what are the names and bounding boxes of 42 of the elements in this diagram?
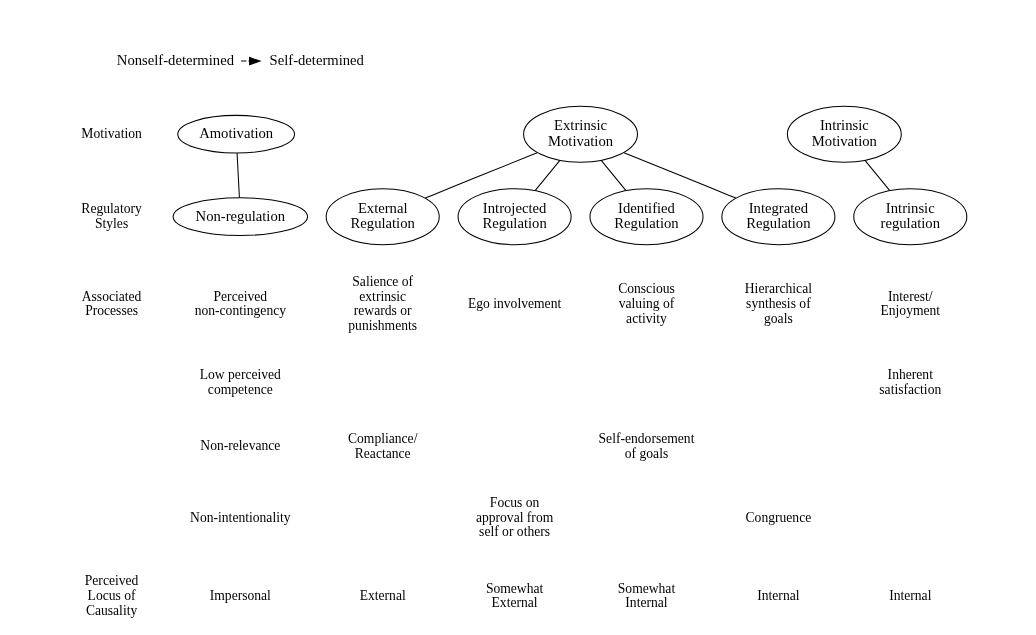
- label: Internal: [889, 588, 932, 604]
- label: Congruence: [745, 509, 812, 525]
- connector: [623, 152, 737, 199]
- node-text: Self-determined: [269, 51, 364, 68]
- label: Focus on approval from self or others: [475, 494, 554, 540]
- connector: [864, 160, 891, 191]
- node-ellipse: Identified Regulation: [589, 188, 704, 246]
- node-ellipse: Integrated Regulation: [721, 188, 836, 246]
- label: Low perceived competence: [199, 367, 281, 397]
- connector: [534, 160, 561, 191]
- connector: [424, 152, 538, 199]
- label: Non-relevance: [200, 438, 281, 454]
- label: Somewhat Internal: [617, 580, 676, 611]
- label: Non-intentionality: [190, 509, 291, 525]
- connector: [236, 152, 240, 199]
- label: Regulatory Styles: [81, 200, 142, 231]
- arrow: [240, 56, 262, 66]
- label: Motivation: [81, 125, 142, 141]
- label: Hierarchical synthesis of goals: [744, 281, 812, 326]
- node-ellipse: Introjected Regulation: [457, 188, 572, 246]
- node-ellipse: Intrinsic regulation: [853, 188, 968, 246]
- label: Impersonal: [209, 588, 271, 604]
- connector: [600, 160, 627, 191]
- label: Conscious valuing of activity: [618, 281, 675, 326]
- label: Inherent satisfaction: [879, 367, 942, 397]
- label: Perceived non-contingency: [194, 288, 287, 319]
- label: Salience of extrinsic rewards or punishments: [348, 274, 418, 333]
- node-ellipse: Non-regulation: [172, 197, 309, 237]
- node-ellipse: Intrinsic Motivation: [786, 105, 902, 163]
- node-ellipse: Extrinsic Motivation: [523, 105, 638, 163]
- label: Somewhat External: [485, 580, 544, 611]
- label: Perceived Locus of Causality: [84, 573, 139, 618]
- label: Associated Processes: [81, 288, 142, 319]
- label: Internal: [757, 588, 800, 604]
- label: External: [359, 588, 406, 604]
- label: Compliance/ Reactance: [347, 431, 418, 461]
- node-ellipse: External Regulation: [325, 188, 440, 246]
- label: Ego involvement: [467, 296, 562, 312]
- label: Self-endorsement of goals: [598, 431, 695, 461]
- node-text: Nonself-determined: [116, 51, 234, 68]
- label: Interest/ Enjoyment: [880, 288, 941, 319]
- node-ellipse: Amotivation: [177, 114, 296, 154]
